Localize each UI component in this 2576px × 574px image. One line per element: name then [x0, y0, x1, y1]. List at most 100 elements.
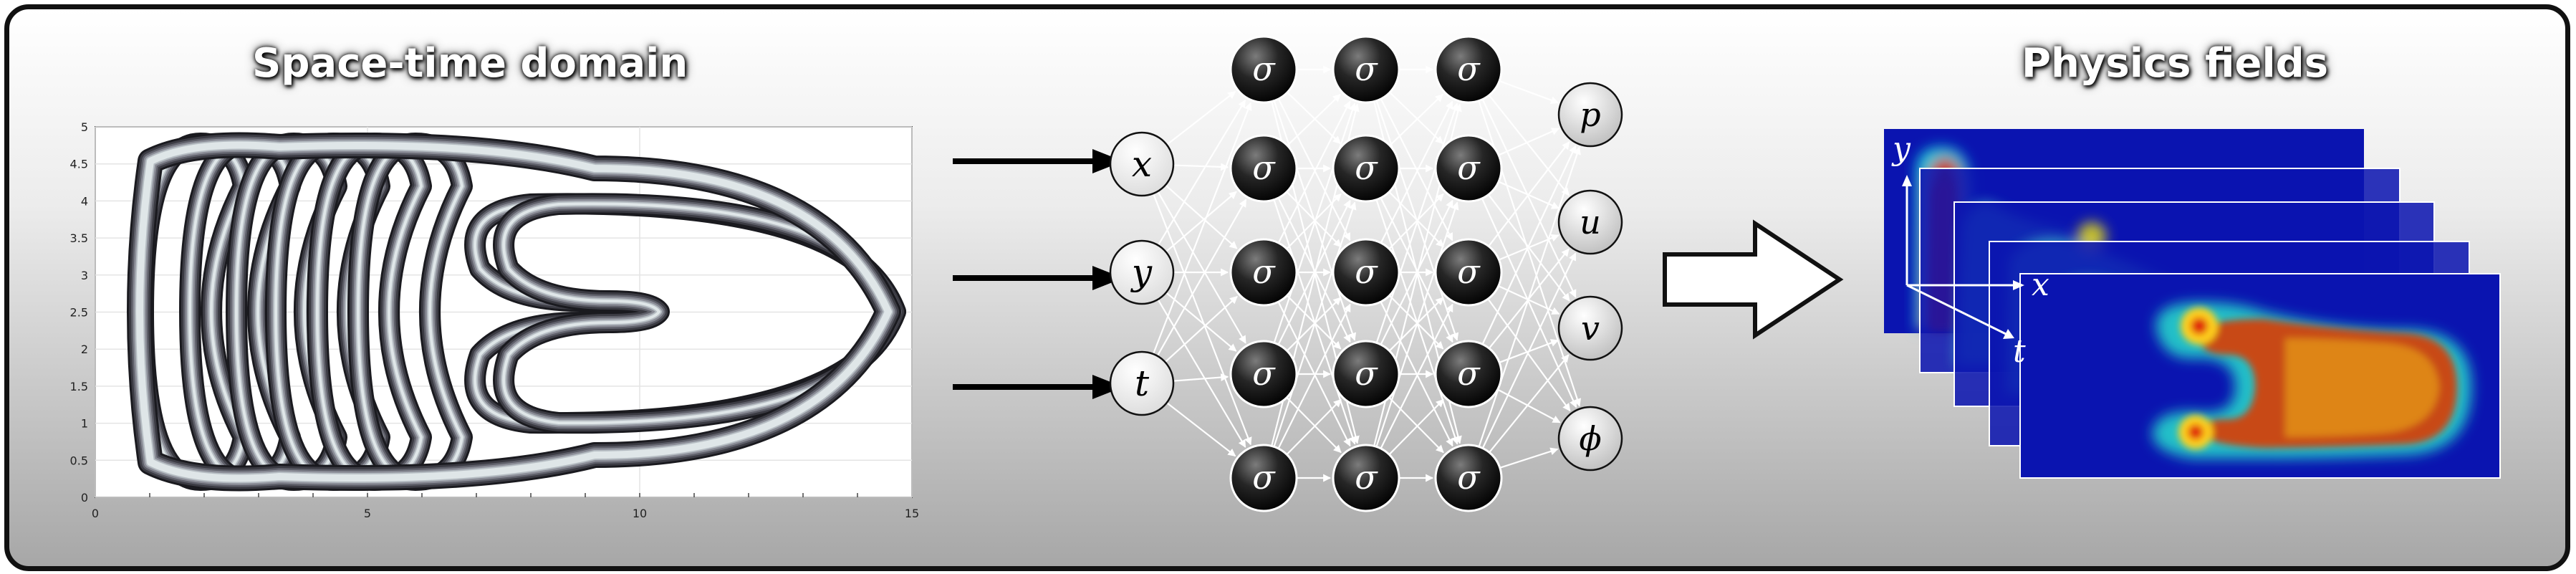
hidden-neuron: σ: [1332, 134, 1400, 203]
outer-shell: [127, 132, 901, 492]
activation-label: σ: [1355, 458, 1378, 497]
hidden-neuron: σ: [1229, 238, 1298, 307]
network-edge: [1388, 398, 1444, 456]
level-set-shells: [127, 132, 906, 492]
network-edge: [1286, 396, 1342, 454]
network-edge: [1478, 146, 1581, 447]
output-node-u: u: [1557, 189, 1623, 255]
activation-label: σ: [1252, 148, 1276, 187]
y-tick-label: 1.5: [70, 380, 88, 393]
network-edge: [1152, 102, 1252, 355]
activation-label: σ: [1252, 252, 1276, 291]
activation-label: σ: [1457, 252, 1481, 291]
neural-network: x y t σ σ σ σ σ σ σ σ σ σ σ σ σ σ σ p u v ϕ: [953, 35, 1623, 512]
time-slice-shell: [493, 193, 906, 434]
hidden-neuron: σ: [1229, 35, 1298, 104]
input-node-t: t: [1109, 350, 1175, 416]
network-edge: [1277, 98, 1351, 241]
field-t-axis-label: t: [2013, 333, 2026, 370]
activation-label: σ: [1355, 252, 1378, 291]
network-edge: [1499, 447, 1559, 469]
network-edge: [1380, 303, 1453, 449]
network-edge: [1166, 292, 1237, 352]
y-tick-label: 3: [81, 269, 88, 282]
output-node-ϕ: ϕ: [1557, 406, 1623, 472]
x-tick-label: 5: [364, 507, 371, 520]
output-node-v: v: [1557, 295, 1623, 361]
activation-label: σ: [1252, 458, 1276, 497]
network-edge: [1273, 201, 1357, 447]
output-label: v: [1581, 309, 1600, 348]
hidden-neuron: σ: [1434, 340, 1503, 408]
x-tick-label: 0: [92, 507, 99, 520]
network-edge: [1389, 92, 1443, 145]
network-edge: [1498, 128, 1560, 156]
activation-label: σ: [1457, 49, 1481, 88]
network-edge: [1165, 191, 1237, 253]
field-frame-5: [2019, 273, 2501, 479]
network-edge: [1273, 102, 1357, 343]
input-label: t: [1135, 363, 1150, 404]
x-tick-label: 10: [633, 507, 647, 520]
output-node-p: p: [1557, 82, 1623, 148]
hidden-neuron: σ: [1434, 134, 1503, 203]
network-edge: [1173, 373, 1229, 382]
y-tick-label: 5: [81, 120, 88, 134]
activation-label: σ: [1355, 49, 1378, 88]
hidden-neuron: σ: [1434, 444, 1503, 512]
network-edge: [1165, 184, 1238, 249]
y-tick-label: 2.5: [70, 306, 88, 320]
y-tick-label: 0.5: [70, 454, 88, 467]
activation-label: σ: [1457, 458, 1481, 497]
network-edge: [1380, 197, 1453, 343]
network-edge: [1481, 99, 1577, 298]
network-edge: [1497, 388, 1561, 424]
input-label: x: [1132, 143, 1152, 185]
network-edge: [1481, 145, 1577, 345]
hidden-neuron: σ: [1332, 238, 1400, 307]
network-edge: [1166, 402, 1236, 457]
network-edge: [1487, 298, 1571, 412]
output-label: ϕ: [1579, 419, 1601, 458]
network-edge: [1157, 99, 1246, 246]
network-edge: [1166, 90, 1236, 145]
field-y-axis-label: y: [1891, 130, 1911, 167]
network-edge: [1277, 199, 1351, 345]
activation-label: σ: [1355, 148, 1378, 187]
y-tick-label: 3.5: [70, 231, 88, 245]
activation-label: σ: [1457, 148, 1481, 187]
y-axis-ticks: 00.511.522.533.544.55: [70, 120, 88, 504]
hidden-neuron: σ: [1229, 134, 1298, 203]
activation-label: σ: [1252, 354, 1276, 393]
hidden-neuron: σ: [1229, 340, 1298, 408]
network-edge: [1375, 102, 1459, 343]
network-edge: [1380, 98, 1453, 241]
hidden-neuron: σ: [1332, 35, 1400, 104]
network-edge: [1287, 93, 1341, 146]
output-label: p: [1580, 95, 1600, 134]
output-arrow: [1663, 219, 1844, 340]
network-edge: [1388, 396, 1444, 454]
activation-label: σ: [1355, 354, 1378, 393]
x-axis-ticks: 0 5 10 15: [92, 493, 919, 520]
network-edge: [1173, 163, 1229, 171]
activation-label: σ: [1252, 49, 1276, 88]
left-panel-title: Space-time domain: [252, 40, 688, 87]
field-x-axis-label: x: [2032, 267, 2049, 303]
network-edge: [1489, 354, 1570, 454]
network-edge: [1277, 100, 1351, 244]
x-tick-label: 15: [905, 507, 919, 520]
network-edge: [1481, 252, 1577, 449]
network-edge: [1488, 141, 1570, 247]
input-label: y: [1130, 252, 1153, 293]
network-edge: [1488, 95, 1570, 196]
y-tick-label: 2: [81, 343, 88, 356]
network-edge: [1389, 93, 1443, 146]
network-edge: [1380, 100, 1453, 244]
physics-fields-stack: y x t: [1884, 129, 2501, 479]
network-edge: [1157, 191, 1246, 344]
output-label: u: [1580, 203, 1601, 241]
network-edge: [1286, 398, 1342, 456]
hidden-neuron: σ: [1434, 238, 1503, 307]
hidden-neuron: σ: [1332, 340, 1400, 408]
